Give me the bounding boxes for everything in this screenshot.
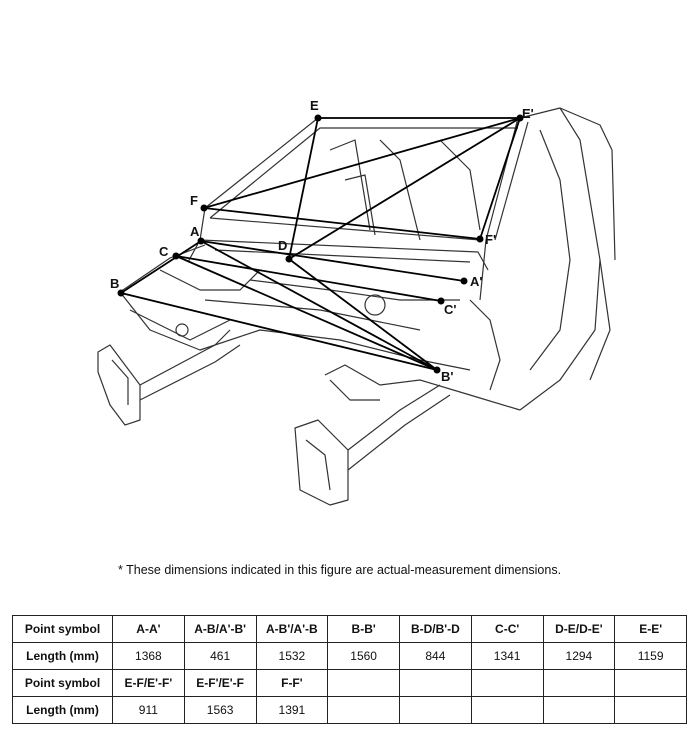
row-header-cell: Point symbol	[12, 669, 113, 697]
table-cell	[399, 669, 472, 697]
table-cell: E-F/E'-F'	[112, 669, 185, 697]
label-b-prime: B'	[441, 369, 453, 384]
table-cell: 1391	[255, 696, 329, 724]
table-cell: 1560	[327, 642, 400, 670]
table-cell: C-C'	[470, 615, 544, 643]
label-e: E	[310, 98, 319, 113]
table-cell: E-F'/E'-F	[183, 669, 257, 697]
table-cell: 1341	[470, 642, 544, 670]
table-cell	[327, 669, 400, 697]
point-labels: E E' F F' A C D B A' C' B'	[110, 98, 534, 384]
measurement-points	[117, 114, 524, 374]
table-cell: 1159	[614, 642, 687, 670]
table-cell	[542, 696, 616, 724]
point-d	[285, 255, 293, 263]
point-c	[172, 252, 180, 260]
label-a: A	[190, 224, 200, 239]
table-cell: E-E'	[614, 615, 687, 643]
measurement-lines	[120, 117, 521, 371]
label-a-prime: A'	[470, 274, 482, 289]
footnote: * These dimensions indicated in this fig…	[118, 563, 562, 577]
table-cell	[614, 696, 687, 724]
point-e	[314, 114, 322, 122]
table-cell	[399, 696, 472, 724]
row-header-cell: Length (mm)	[12, 642, 113, 670]
table-cell: 461	[183, 642, 257, 670]
table-cell: 1563	[183, 696, 257, 724]
table-cell	[327, 696, 400, 724]
point-f	[200, 204, 208, 212]
table-cell: 1368	[112, 642, 185, 670]
table-cell: 1532	[255, 642, 329, 670]
table-cell: A-A'	[112, 615, 185, 643]
table-cell: A-B/A'-B'	[183, 615, 257, 643]
table-cell	[542, 669, 616, 697]
label-c-prime: C'	[444, 302, 456, 317]
point-c-prime	[437, 297, 445, 305]
car-body-outline	[97, 107, 616, 506]
table-cell: 911	[112, 696, 185, 724]
label-d: D	[278, 238, 287, 253]
label-c: C	[159, 244, 169, 259]
table-cell: A-B'/A'-B	[255, 615, 329, 643]
table-cell: B-B'	[327, 615, 400, 643]
table-cell	[470, 669, 544, 697]
point-a	[197, 237, 205, 245]
table-cell: B-D/B'-D	[399, 615, 472, 643]
table-cell: 844	[399, 642, 472, 670]
table-cell	[614, 669, 687, 697]
point-a-prime	[460, 277, 468, 285]
table-cell: D-E/D-E'	[542, 615, 616, 643]
table-cell	[470, 696, 544, 724]
table-cell: 1294	[542, 642, 616, 670]
table-cell: F-F'	[255, 669, 329, 697]
label-e-prime: E'	[522, 106, 534, 121]
vehicle-body-dimension-diagram: E E' F F' A C D B A' C' B'	[97, 98, 616, 506]
point-b	[117, 289, 125, 297]
point-f-prime	[476, 235, 484, 243]
label-f: F	[190, 193, 198, 208]
point-b-prime	[433, 366, 441, 374]
point-e-prime	[516, 114, 524, 122]
row-header-cell: Length (mm)	[12, 696, 113, 724]
label-b: B	[110, 276, 119, 291]
row-header-cell: Point symbol	[12, 615, 113, 643]
label-f-prime: F'	[485, 232, 496, 247]
